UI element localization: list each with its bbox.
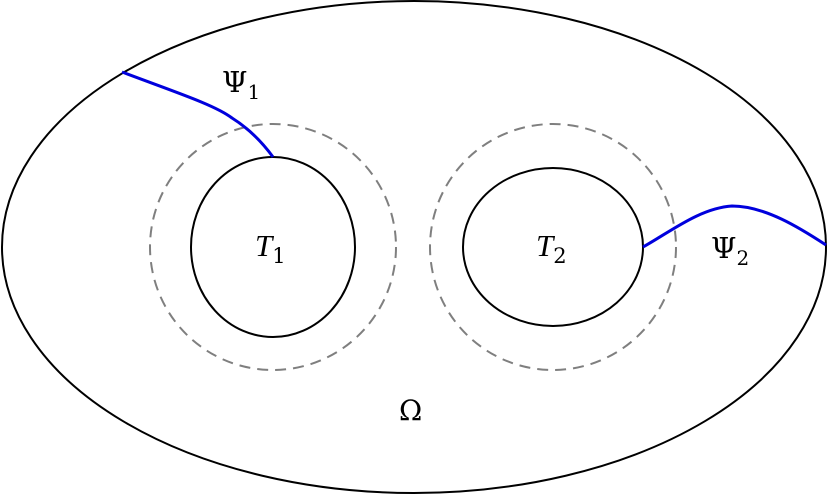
- label-domain-omega: Ω: [399, 394, 422, 427]
- curve-psi-2: [642, 204, 827, 249]
- label-psi-2: Ψ2: [711, 231, 749, 270]
- label-target-2-base: T: [536, 228, 556, 263]
- label-target-2-sub: 2: [553, 244, 566, 268]
- neighborhood-2-dashed: [429, 123, 677, 371]
- label-psi-2-sub: 2: [736, 246, 749, 270]
- label-psi-1-sub: 1: [247, 80, 260, 104]
- label-psi-1: Ψ1: [222, 65, 260, 104]
- label-target-1-base: T: [255, 228, 275, 263]
- label-target-1: T1: [255, 228, 286, 268]
- curve-psi-1: [121, 70, 275, 158]
- label-psi-2-base: Ψ: [711, 231, 736, 265]
- label-target-2: T2: [536, 228, 567, 268]
- neighborhood-1-dashed: [149, 123, 397, 371]
- label-target-1-sub: 1: [272, 244, 285, 268]
- label-psi-1-base: Ψ: [222, 65, 247, 99]
